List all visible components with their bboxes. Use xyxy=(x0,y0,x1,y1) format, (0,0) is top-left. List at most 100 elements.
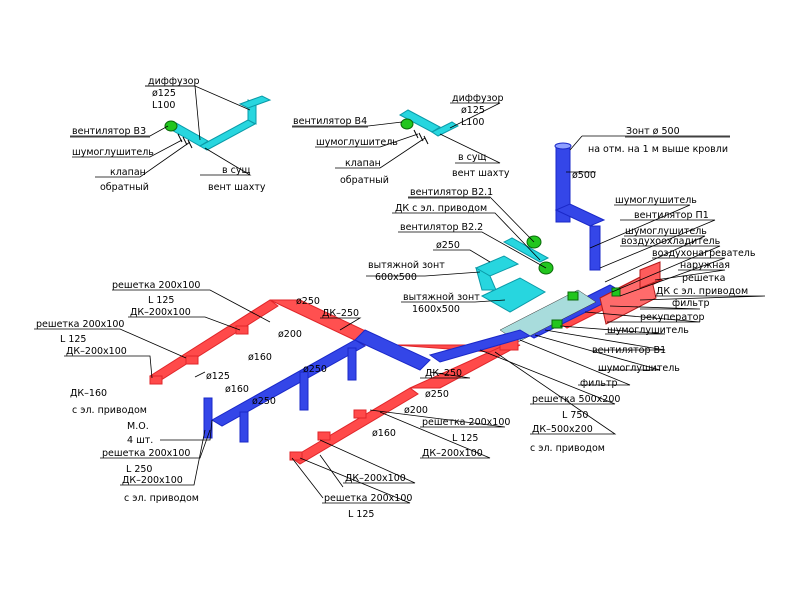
dk500-drive-label: с эл. приводом xyxy=(530,443,605,454)
b4-exist-label: в сущ xyxy=(458,152,486,163)
dk160-label: ДК–160 xyxy=(70,388,107,399)
system-b4: вентилятор В4 диффузор ø125 L100 шумоглу… xyxy=(292,93,510,186)
dk-bl-label: ДК–200х100 xyxy=(122,475,183,486)
b3-silencer-label: шумоглушитель xyxy=(72,147,154,158)
b3-flow-label: L100 xyxy=(152,100,175,111)
network-leaders xyxy=(34,289,617,504)
b4-diameter-label: ø125 xyxy=(461,105,485,116)
grille-mid-label: решетка 200х100 xyxy=(422,417,510,428)
supply-grille-2 xyxy=(185,355,199,365)
fan-b22-label: вентилятор В2.2 xyxy=(400,222,483,233)
exhaust-main xyxy=(211,339,366,427)
d200-a-label: ø200 xyxy=(278,329,302,340)
b2-leaders xyxy=(366,196,547,303)
ahu-fan-b1-label: вентилятор В1 xyxy=(592,345,666,356)
d250-b-label: ø250 xyxy=(296,296,320,307)
outdoor-grille xyxy=(639,261,661,289)
b3-check-label: обратный xyxy=(100,182,149,193)
b3-diffuser-label: диффузор xyxy=(148,76,200,87)
b4-silencer-label: шумоглушитель xyxy=(316,137,398,148)
supply-grille-5 xyxy=(317,431,331,441)
b3-duct xyxy=(167,95,272,151)
d160-b-label: ø160 xyxy=(225,384,249,395)
grille-mid-flow: L 125 xyxy=(452,433,478,444)
fan-b21-label: вентилятор В2.1 xyxy=(410,187,493,198)
stack-diameter: ø500 xyxy=(572,170,596,181)
grille-bot-flow: L 125 xyxy=(348,509,374,520)
b3-valve-label: клапан xyxy=(110,167,146,178)
d250-c-label: ø250 xyxy=(252,396,276,407)
stack-cap xyxy=(554,142,572,150)
dk160-drive-label: с эл. приводом xyxy=(72,405,147,416)
ahu-silencer-label: шумоглушитель xyxy=(615,195,697,206)
dk500-label: ДК–500х200 xyxy=(532,424,593,435)
supply-grille-4 xyxy=(289,451,303,461)
dk250-label: ДК–250 xyxy=(322,308,359,319)
exhaust-to-ahu xyxy=(428,329,532,363)
b3-fan-label: вентилятор В3 xyxy=(72,126,146,137)
d250-lower-label: ø250 xyxy=(303,364,327,375)
stack-elbow xyxy=(554,203,606,227)
d250-d-label: ø250 xyxy=(425,389,449,400)
dk-drive-label: ДК с эл. приводом xyxy=(395,203,487,214)
b4-silencer-hatch xyxy=(413,129,429,145)
ahu-cooler-label: воздухоохладитель xyxy=(621,236,721,247)
exhaust-drop-3 xyxy=(347,347,357,381)
exhaust-drop-2 xyxy=(299,371,309,411)
label-underlines xyxy=(70,126,730,199)
supply-grille-1 xyxy=(149,375,163,385)
ahu-outer-label: наружная xyxy=(680,260,730,271)
dk-mid-label: ДК–200х100 xyxy=(422,448,483,459)
b4-diffuser-label: диффузор xyxy=(452,93,504,104)
b4-shaft-label: вент шахту xyxy=(452,168,510,179)
stack-down xyxy=(589,225,601,271)
grille-top-flow: L 125 xyxy=(148,295,174,306)
b3-leaders xyxy=(70,85,252,178)
d125-label: ø125 xyxy=(206,371,230,382)
d250-a-label: ø250 xyxy=(436,240,460,251)
ahu-leaders xyxy=(519,204,766,386)
d200-b-label: ø200 xyxy=(404,405,428,416)
exhaust-riser xyxy=(354,329,431,371)
grille-bot-label: решетка 200х100 xyxy=(324,493,412,504)
mo-qty-label: 4 шт. xyxy=(127,435,153,446)
supply-main-mid xyxy=(409,344,521,389)
hood1600-label: вытяжной зонт xyxy=(403,292,480,303)
supply-network xyxy=(149,299,521,465)
d160-c-label: ø160 xyxy=(372,428,396,439)
b3-exist-label: в сущ xyxy=(222,165,250,176)
hood600-label: вытяжной зонт xyxy=(368,260,445,271)
b4-valve-label: клапан xyxy=(345,158,381,169)
b3-fan xyxy=(164,120,178,132)
mo-label: М.О. xyxy=(127,421,149,432)
dk-bot-label: ДК–200х100 xyxy=(345,473,406,484)
ahu-filter-label: фильтр xyxy=(672,298,710,309)
grille-left-flow: L 125 xyxy=(60,334,86,345)
grille-bl-flow: L 250 xyxy=(126,464,152,475)
ahu-silencer2-label: шумоглушитель xyxy=(625,226,707,237)
dk-top-label: ДК–200х100 xyxy=(130,307,191,318)
grille-top-label: решетка 200х100 xyxy=(112,280,200,291)
ahu-fan-p1 xyxy=(567,291,579,301)
ahu-recup-label: рекуператор xyxy=(640,312,705,323)
hood1600-size: 1600х500 xyxy=(412,304,460,315)
supply-grille-3 xyxy=(235,325,249,335)
grille500-label: решетка 500х200 xyxy=(532,394,620,405)
b4-fan-label: вентилятор В4 xyxy=(293,116,367,127)
grille-left-label: решетка 200х100 xyxy=(36,319,124,330)
ahu-silencer4-label: шумоглушитель xyxy=(598,363,680,374)
b3-shaft-label: вент шахту xyxy=(208,182,266,193)
stack-hood-note: на отм. на 1 м выше кровли xyxy=(588,144,728,155)
supply-branch-bottom xyxy=(291,387,419,465)
b4-flow-label: L100 xyxy=(461,117,484,128)
ahu-fan-p1-label: вентилятор П1 xyxy=(634,210,709,221)
ahu-dk-drive-label: ДК с эл. приводом xyxy=(656,286,748,297)
hood600-size: 600х500 xyxy=(375,272,417,283)
ahu-heater-label: воздухонагреватель xyxy=(652,248,756,259)
exhaust-network xyxy=(203,329,532,443)
b4-duct xyxy=(399,109,459,137)
grille500-flow: L 750 xyxy=(562,410,588,421)
ahu-fan-b1 xyxy=(551,319,563,329)
hood-duct xyxy=(502,237,550,263)
